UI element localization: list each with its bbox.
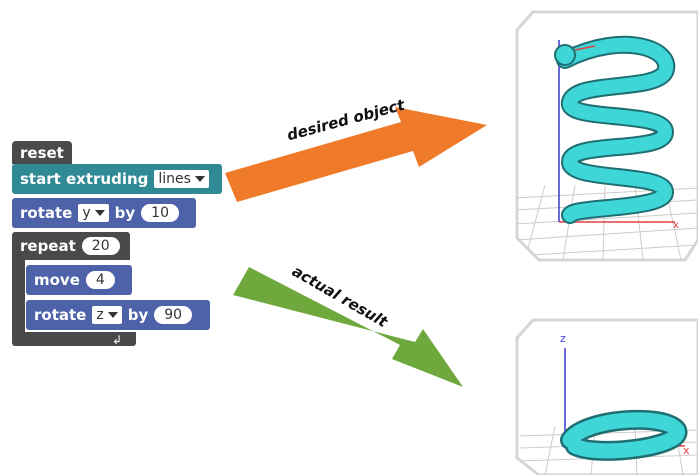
reset-label: reset — [20, 143, 64, 162]
chevron-down-icon — [194, 176, 205, 182]
actual-3d-view: z x — [515, 318, 698, 475]
rotate-inner-axis-dropdown[interactable]: z — [92, 306, 122, 324]
rotate-axis-value: y — [82, 205, 91, 221]
loop-icon: ↲ — [112, 333, 123, 347]
move-label: move — [34, 271, 80, 289]
rotate-by-label: by — [114, 204, 136, 222]
desired-marker — [574, 45, 596, 51]
reset-block[interactable]: reset — [12, 141, 72, 164]
rotate-inner-amount-input[interactable]: 90 — [154, 306, 193, 324]
start-extruding-block[interactable]: start extruding lines — [12, 164, 222, 194]
extrude-type-dropdown[interactable]: lines — [154, 170, 209, 188]
desired-3d-view: x — [515, 10, 698, 262]
rotate-label: rotate — [20, 204, 73, 222]
repeat-count-input[interactable]: 20 — [81, 237, 120, 255]
actual-z-axis-label: z — [560, 332, 566, 345]
rotate-inner-axis-value: z — [96, 307, 104, 323]
move-block[interactable]: move 4 — [26, 265, 132, 295]
chevron-down-icon — [94, 210, 105, 216]
repeat-block-arm — [12, 258, 25, 342]
rotate-inner-label: rotate — [34, 306, 87, 324]
move-amount-input[interactable]: 4 — [85, 271, 115, 289]
start-extruding-label: start extruding — [20, 170, 149, 188]
actual-x-axis-label: x — [683, 444, 690, 457]
actual-arrow-shape — [233, 267, 463, 387]
desired-spring-tube — [558, 37, 674, 222]
desired-spring-end — [554, 44, 576, 66]
desired-arrow — [225, 107, 487, 202]
rotate-block-inner[interactable]: rotate z by 90 — [26, 300, 210, 330]
repeat-block-foot — [12, 332, 136, 346]
desired-x-axis-label: x — [673, 220, 679, 231]
repeat-block[interactable]: repeat 20 — [12, 232, 130, 260]
actual-arrow — [233, 267, 463, 387]
rotate-inner-by-label: by — [127, 306, 149, 324]
repeat-label: repeat — [20, 237, 76, 255]
rotate-block[interactable]: rotate y by 10 — [12, 198, 196, 228]
desired-arrow-shape — [225, 107, 487, 202]
rotate-axis-dropdown[interactable]: y — [78, 204, 109, 222]
chevron-down-icon — [107, 312, 118, 318]
extrude-type-value: lines — [158, 171, 191, 187]
actual-loop-tube — [562, 412, 685, 459]
rotate-amount-input[interactable]: 10 — [141, 204, 179, 222]
